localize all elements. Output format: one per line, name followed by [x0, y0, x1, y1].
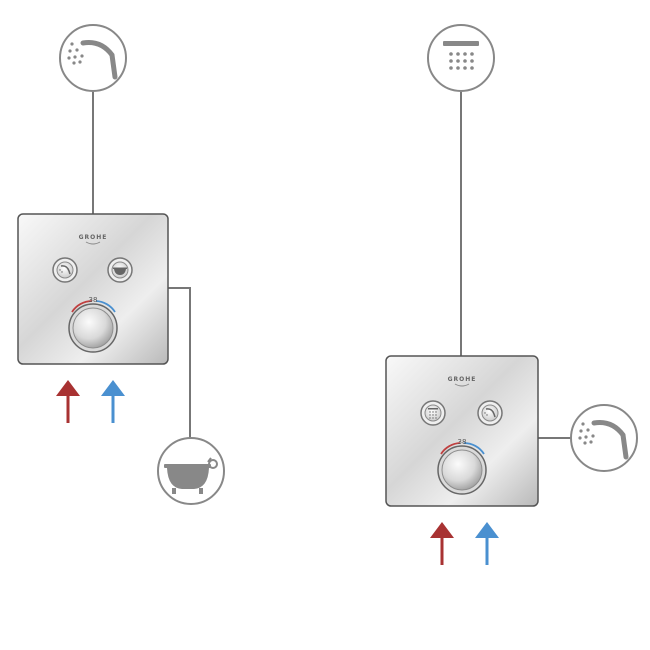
left-thermostat-knob[interactable]	[68, 303, 118, 353]
bathtub-icon	[164, 457, 218, 494]
right-temperature-label: 38	[458, 438, 467, 446]
left-temperature-label: 38	[89, 296, 98, 304]
right-outlet-right	[570, 404, 638, 472]
right-hot-arc	[463, 442, 485, 455]
left-outlet-right	[157, 437, 225, 505]
hand-shower-icon	[59, 265, 71, 275]
right-outlet-top	[427, 24, 495, 92]
right-system: GROHE	[385, 24, 638, 565]
right-head-shower-button[interactable]	[420, 400, 446, 426]
bathtub-icon	[113, 267, 127, 275]
hand-shower-icon	[578, 420, 629, 460]
right-cold-supply-arrow	[475, 522, 499, 565]
head-shower-icon	[443, 41, 479, 70]
left-cold-supply-arrow	[101, 380, 125, 423]
head-shower-icon	[428, 408, 438, 419]
right-hot-supply-arrow	[430, 522, 454, 565]
right-thermostat-knob[interactable]	[437, 445, 487, 495]
left-bathtub-button[interactable]	[107, 257, 133, 283]
left-outlet-top	[59, 24, 127, 92]
right-hand-shower-button[interactable]	[477, 400, 503, 426]
left-cold-arc	[71, 300, 93, 313]
hand-shower-icon	[67, 40, 118, 80]
left-hand-shower-button[interactable]	[52, 257, 78, 283]
left-hot-arc	[95, 300, 116, 313]
right-brand-logo: GROHE	[448, 376, 477, 383]
left-brand-logo: GROHE	[79, 234, 108, 241]
left-hot-supply-arrow	[56, 380, 80, 423]
left-faceplate: GROHE	[17, 213, 169, 365]
left-right-connector-line	[168, 287, 191, 438]
hand-shower-icon	[484, 408, 496, 418]
right-faceplate: GROHE	[385, 355, 539, 507]
left-system: GROHE	[17, 24, 225, 505]
right-cold-arc	[440, 442, 461, 455]
